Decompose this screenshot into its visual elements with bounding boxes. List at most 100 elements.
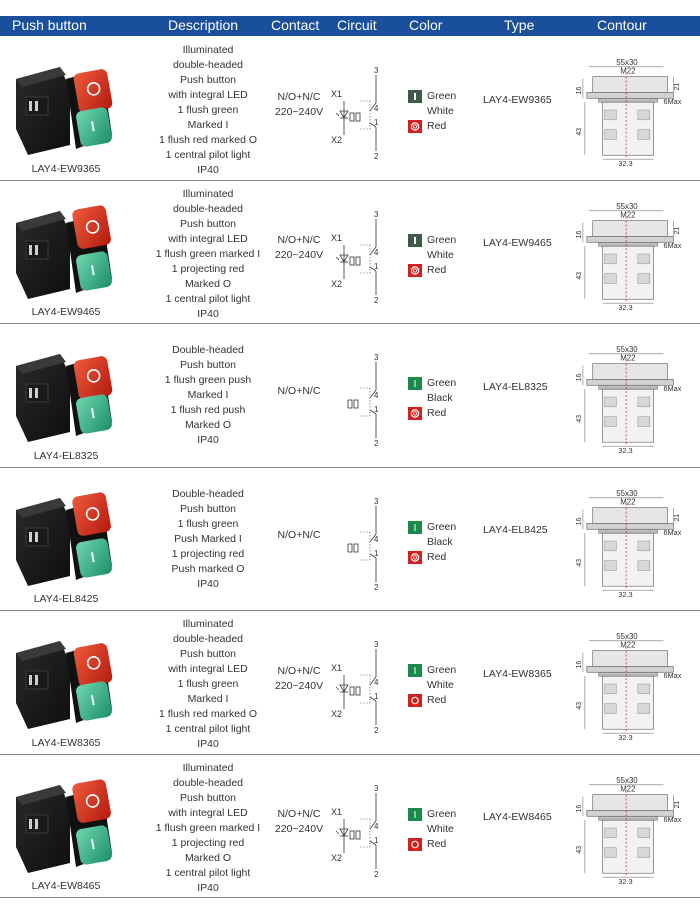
dim-thread: M22	[620, 210, 635, 219]
dim-43: 43	[576, 558, 583, 566]
circuit-diagram: 3 4 1 2	[347, 497, 379, 592]
description-line: 1 flush green	[177, 104, 239, 116]
description-line: Marked I	[187, 389, 229, 402]
dim-43: 43	[576, 845, 583, 853]
description-line: 1 flush green	[177, 678, 239, 690]
push-button-photo	[16, 67, 113, 155]
description-line: IP40	[197, 307, 219, 320]
header-contact: Contact	[271, 17, 320, 33]
dim-32-3: 32.3	[618, 733, 632, 741]
model-caption: LAY4-EL8425	[33, 593, 99, 605]
push-button-photo	[16, 204, 112, 299]
circuit-diagram: 3 4 1 2 X1 X2	[331, 784, 379, 879]
type-code: LAY4-EL8425	[483, 524, 548, 537]
color-swatch-icon	[408, 407, 422, 420]
dim-thread: M22	[620, 354, 635, 363]
dim-max: 6Max	[663, 241, 681, 250]
color-label: Green	[427, 377, 457, 389]
type-code: LAY4-EW9465	[483, 237, 552, 250]
type-code: LAY4-EW8365	[483, 667, 552, 680]
green-swatch-icon	[408, 377, 422, 390]
color-option: Red	[405, 837, 475, 852]
color-option: Green	[405, 233, 475, 248]
terminal-x1: X1	[331, 233, 342, 243]
terminal-4: 4	[374, 391, 379, 400]
terminal-x2: X2	[331, 279, 342, 289]
description-line: 1 projecting red	[171, 836, 245, 849]
description-line: 1 flush red push	[170, 404, 246, 417]
color-option: White	[405, 104, 475, 119]
color-option: Red	[405, 406, 475, 421]
description-line: with integral LED	[168, 232, 248, 245]
color-label: White	[427, 248, 454, 261]
model-caption: LAY4-EW9465	[31, 306, 101, 318]
circuit-diagram: 3 4 1 2	[347, 353, 379, 448]
contour-drawing: 55x30 M22 16 21 6Max 43 32.3	[576, 488, 682, 597]
color-label: Green	[427, 233, 457, 246]
description-line: with integral LED	[168, 806, 248, 819]
contact-line: N/O+N/C	[277, 664, 321, 677]
model-caption: LAY4-EW9365	[31, 162, 101, 175]
contact-line: 220~240V	[274, 249, 324, 262]
terminal-3: 3	[374, 784, 379, 793]
description-line: 1 flush green marked I	[155, 821, 261, 834]
color-label: Black	[427, 392, 453, 404]
terminal-x1: X1	[331, 89, 342, 99]
description-line: Push button	[179, 74, 237, 86]
terminal-2: 2	[374, 296, 379, 305]
color-option: Red	[405, 263, 475, 278]
dim-43: 43	[576, 271, 583, 279]
dim-thread: M22	[620, 641, 635, 650]
description-line: double-headed	[172, 202, 244, 215]
terminal-2: 2	[374, 583, 379, 592]
contact-spec: N/O+N/C	[268, 384, 330, 399]
description-line: 1 central pilot light	[165, 292, 251, 305]
dim-32-3: 32.3	[618, 159, 632, 167]
circuit-diagram: 3 4 1 2 X1 X2	[331, 640, 379, 735]
green-swatch-icon	[408, 664, 422, 677]
description-line: 1 central pilot light	[165, 723, 251, 735]
description-line: IP40	[197, 577, 219, 590]
terminal-4: 4	[374, 678, 379, 687]
color-option: Green	[405, 89, 475, 104]
color-option: Red	[405, 550, 475, 565]
color-label: Red	[427, 550, 447, 563]
description-line: IP40	[197, 738, 219, 750]
color-label: Black	[427, 535, 453, 548]
model-caption: LAY4-EW8465	[31, 880, 101, 892]
dim-top: 55x30	[616, 488, 638, 497]
description-line: Illuminated	[182, 618, 234, 630]
description-line: Marked O	[184, 277, 232, 290]
terminal-4: 4	[374, 104, 379, 113]
terminal-2: 2	[374, 726, 379, 735]
color-label: White	[427, 105, 454, 117]
color-option: Red	[405, 119, 475, 134]
description-line: 1 flush green push	[164, 374, 252, 387]
contact-line: N/O+N/C	[277, 528, 321, 541]
terminal-4: 4	[374, 535, 379, 544]
color-label: Red	[427, 407, 447, 419]
contact-line: N/O+N/C	[277, 385, 321, 398]
description-line: Marked I	[187, 119, 229, 131]
green-swatch-icon	[408, 233, 422, 247]
description-line: Illuminated	[182, 761, 234, 774]
dim-43: 43	[576, 128, 583, 136]
terminal-1: 1	[374, 836, 379, 845]
contact-line: 220~240V	[274, 105, 324, 118]
push-button-photo	[16, 641, 113, 729]
color-label: Green	[427, 807, 457, 820]
terminal-4: 4	[374, 248, 379, 257]
contour-drawing: 55x30 M22 16 6Max 43 32.3	[576, 632, 682, 741]
